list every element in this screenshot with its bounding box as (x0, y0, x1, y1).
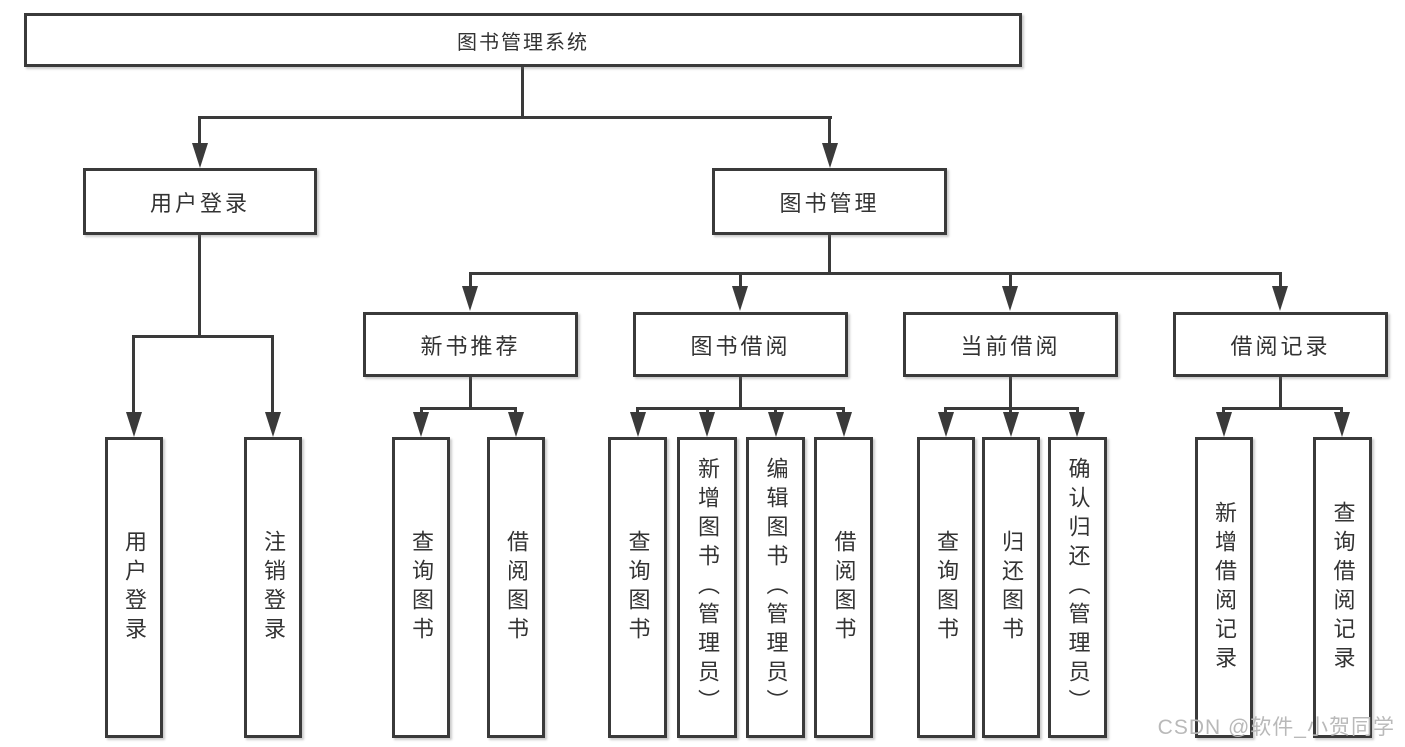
connector-line (1076, 407, 1079, 414)
node-leaf-add-borrow-record: 新增借阅记录 (1195, 437, 1253, 738)
node-new-book-recommend: 新书推荐 (363, 312, 578, 377)
node-leaf-borrow-books-recommend: 借阅图书 (487, 437, 545, 738)
connector-line (271, 335, 274, 413)
node-leaf-query-books-current: 查询图书 (917, 437, 975, 738)
arrow-down-icon (462, 286, 478, 311)
connector-line (514, 407, 517, 414)
connector-line (1009, 272, 1012, 286)
connector-line (1009, 376, 1012, 409)
arrow-down-icon (768, 412, 784, 437)
node-leaf-edit-books-admin: 编辑图书（管理员） (746, 437, 805, 738)
node-root: 图书管理系统 (24, 13, 1022, 67)
connector-line (1340, 407, 1343, 414)
connector-line (1222, 407, 1225, 414)
connector-line (636, 407, 639, 414)
connector-line (1279, 376, 1282, 409)
connector-line (828, 234, 831, 274)
node-leaf-return-books: 归还图书 (982, 437, 1040, 738)
node-borrow-records: 借阅记录 (1173, 312, 1388, 377)
connector-line (828, 116, 831, 144)
connector-line (842, 407, 845, 414)
arrow-down-icon (192, 143, 208, 168)
connector-line (469, 376, 472, 409)
node-leaf-query-books-borrow: 查询图书 (608, 437, 667, 738)
connector-line (420, 407, 517, 410)
arrow-down-icon (836, 412, 852, 437)
arrow-down-icon (699, 412, 715, 437)
node-leaf-borrow-books: 借阅图书 (814, 437, 873, 738)
connector-line (469, 272, 1281, 275)
arrow-down-icon (1334, 412, 1350, 437)
connector-line (1009, 407, 1012, 414)
connector-line (1222, 407, 1343, 410)
arrow-down-icon (413, 412, 429, 437)
arrow-down-icon (1003, 412, 1019, 437)
arrow-down-icon (1069, 412, 1085, 437)
arrow-down-icon (1216, 412, 1232, 437)
arrow-down-icon (508, 412, 524, 437)
connector-line (1279, 272, 1282, 286)
arrow-down-icon (1272, 286, 1288, 311)
connector-line (132, 335, 135, 413)
arrow-down-icon (265, 412, 281, 437)
connector-line (944, 407, 947, 414)
node-book-borrow: 图书借阅 (633, 312, 848, 377)
node-leaf-query-books-recommend: 查询图书 (392, 437, 450, 738)
connector-line (469, 272, 472, 286)
connector-line (198, 116, 832, 119)
watermark: CSDN @软件_小贺同学 (1157, 716, 1395, 739)
node-current-borrow: 当前借阅 (903, 312, 1118, 377)
connector-line (132, 335, 274, 338)
connector-line (739, 376, 742, 409)
connector-line (636, 407, 845, 410)
node-book-management: 图书管理 (712, 168, 947, 235)
connector-line (420, 407, 423, 414)
node-leaf-confirm-return-admin: 确认归还（管理员） (1048, 437, 1107, 738)
connector-line (774, 407, 777, 414)
connector-line (706, 407, 709, 414)
node-leaf-user-login: 用户登录 (105, 437, 163, 738)
connector-line (198, 116, 201, 144)
arrow-down-icon (1002, 286, 1018, 311)
connector-line (521, 66, 524, 118)
node-leaf-add-books-admin: 新增图书（管理员） (677, 437, 737, 738)
node-leaf-query-borrow-record: 查询借阅记录 (1313, 437, 1372, 738)
arrow-down-icon (938, 412, 954, 437)
node-user-login: 用户登录 (83, 168, 317, 235)
arrow-down-icon (732, 286, 748, 311)
node-leaf-logout: 注销登录 (244, 437, 302, 738)
connector-line (739, 272, 742, 286)
arrow-down-icon (630, 412, 646, 437)
connector-line (198, 234, 201, 337)
arrow-down-icon (822, 143, 838, 168)
arrow-down-icon (126, 412, 142, 437)
